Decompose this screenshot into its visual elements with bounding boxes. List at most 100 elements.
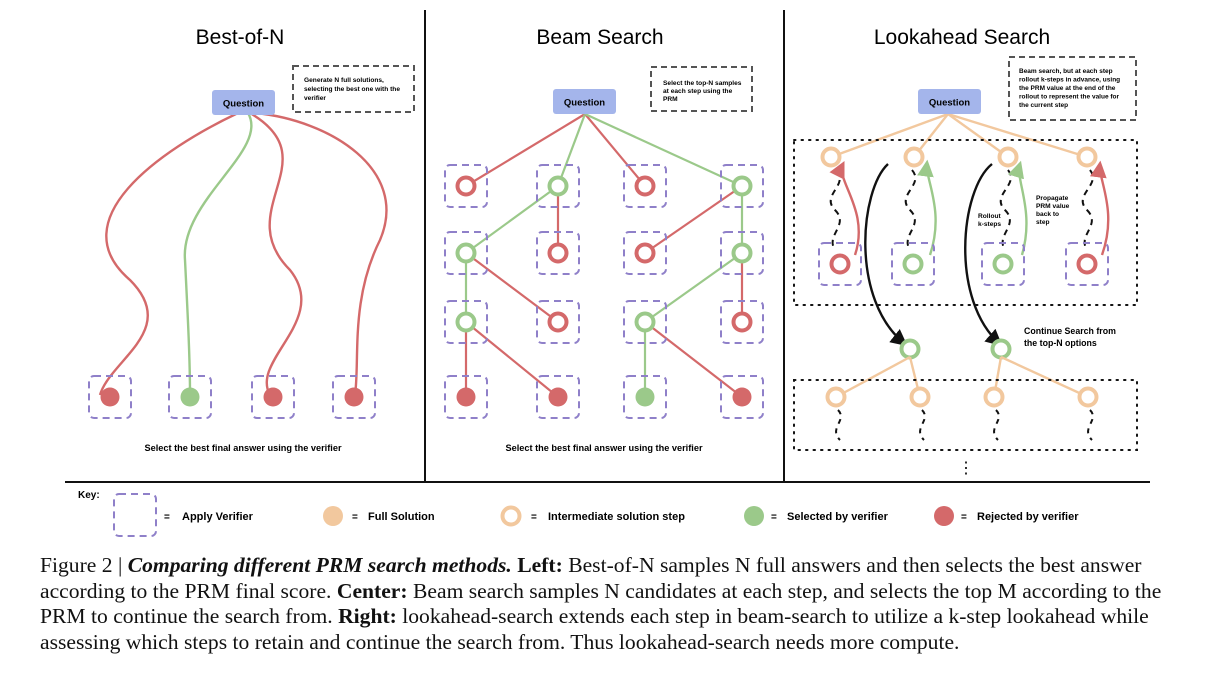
key-eq: =: [961, 512, 967, 523]
step-node-rejected: [634, 175, 656, 197]
rollout-label: Rollout k-steps: [978, 213, 1003, 228]
propagate-label: Propagate PRM value back to step: [1036, 195, 1071, 226]
key-selected-swatch: [744, 506, 764, 526]
rollout-path: [999, 169, 1012, 251]
note-box: [650, 66, 753, 112]
continue-arrow: [864, 163, 908, 347]
edge: [465, 252, 559, 323]
panel-title-lookahead-search: Lookahead Search: [874, 26, 1050, 49]
note-box: [1008, 56, 1137, 121]
rollout-path: [919, 409, 926, 441]
leaf-node-rejected: [829, 253, 851, 275]
figure-caption: Figure 2 | Comparing different PRM searc…: [40, 553, 1190, 655]
step-node: [1076, 146, 1098, 168]
caption-prefix: Figure 2 |: [40, 553, 128, 577]
key-eq: =: [771, 512, 777, 523]
edge: [465, 113, 586, 187]
key-eq: =: [352, 512, 358, 523]
footer-text: Select the best final answer using the v…: [144, 443, 342, 453]
step-node-rejected: [547, 311, 569, 333]
next-step-node: [825, 386, 847, 408]
edge: [465, 321, 559, 398]
rollout-path: [835, 409, 842, 441]
edge: [644, 185, 743, 254]
rollout-region-bottom: [793, 379, 1138, 451]
step-node-selected: [455, 311, 477, 333]
final-answer-2: [168, 375, 212, 419]
step-node-rejected: [455, 175, 477, 197]
caption-center-text: Beam search samples N candidates at each…: [40, 578, 1162, 629]
verifier-box: [1065, 242, 1109, 286]
panel-lookahead-search: Lookahead Search Question Beam search, b…: [793, 26, 1138, 477]
edge: [644, 252, 743, 323]
verifier-box: [891, 242, 935, 286]
caption-center-label: Center:: [336, 578, 408, 603]
key-full-solution-swatch: [323, 506, 343, 526]
path-red-1: [98, 111, 239, 396]
panel-title-beam-search: Beam Search: [536, 26, 663, 49]
key-label-rejected: Rejected by verifier: [977, 511, 1079, 523]
continue-label: Continue Search from the top-N options: [1024, 326, 1118, 348]
note-text: Beam search, but at each step rollout k-…: [1019, 68, 1122, 109]
final-node-rejected: [456, 387, 476, 407]
caption-title: Comparing different PRM search methods.: [127, 553, 512, 577]
propagate-arrow-red: [829, 160, 860, 256]
step-node-selected: [547, 175, 569, 197]
step-node: [903, 146, 925, 168]
key-label-apply-verifier: Apply Verifier: [182, 511, 254, 523]
continue-arrow: [964, 163, 1003, 347]
key-verifier-swatch: [113, 493, 157, 537]
key-rejected-swatch: [934, 506, 954, 526]
path-green: [183, 112, 253, 396]
rollout-region-top: [793, 139, 1138, 306]
step-node-selected: [731, 175, 753, 197]
note-text: Generate N full solutions, selecting the…: [304, 77, 402, 102]
key-title: Key:: [78, 490, 100, 501]
rollout-path: [904, 169, 917, 251]
note-box: [292, 65, 415, 113]
footer-text: Select the best final answer using the v…: [505, 443, 703, 453]
step-node-rejected: [634, 242, 656, 264]
beam-node-grid: [444, 164, 764, 419]
step-node-selected: [455, 242, 477, 264]
edge: [947, 112, 1088, 159]
edge: [830, 112, 949, 159]
panel-title-best-of-n: Best-of-N: [196, 26, 285, 49]
caption-right-text: lookahead-search extends each step in be…: [40, 604, 1149, 654]
edge: [644, 321, 743, 398]
step-node-rejected: [731, 311, 753, 333]
caption-left-text: Best-of-N samples N full answers and the…: [40, 553, 1142, 603]
next-step-node: [1077, 386, 1099, 408]
step-node: [997, 146, 1019, 168]
propagate-arrow-green: [1007, 160, 1028, 256]
rollout-path: [993, 409, 1000, 441]
continue-node-selected: [990, 338, 1012, 360]
leaf-node-selected: [992, 253, 1014, 275]
propagate-arrow-green: [917, 159, 937, 256]
edge: [584, 113, 743, 187]
propagate-arrow-red: [1090, 160, 1110, 256]
final-answer-4: [332, 375, 376, 419]
key-intermediate-step-swatch: [500, 505, 522, 527]
key-eq: =: [164, 512, 170, 523]
edge: [947, 113, 1009, 158]
rollout-path: [1087, 409, 1094, 441]
legend: Key: = Apply Verifier = Full Solution = …: [78, 490, 1079, 537]
final-node-rejected: [732, 387, 752, 407]
prm-search-figure: Best-of-N Question Generate N full solut…: [65, 10, 1150, 537]
edge: [1000, 355, 1089, 399]
edge: [465, 185, 559, 254]
verifier-box: [981, 242, 1025, 286]
note-text: Select the top-N samples at each step us…: [663, 80, 743, 103]
key-eq: =: [531, 512, 537, 523]
step-node-selected: [731, 242, 753, 264]
question-label: Question: [929, 98, 970, 109]
final-answer-1: [88, 375, 132, 419]
edge: [584, 113, 646, 187]
final-node-rejected: [548, 387, 568, 407]
step-node: [820, 146, 842, 168]
question-box: [553, 89, 616, 114]
leaf-node-rejected: [1076, 253, 1098, 275]
ellipsis: ⋮: [958, 460, 974, 477]
final-node-selected: [635, 387, 655, 407]
